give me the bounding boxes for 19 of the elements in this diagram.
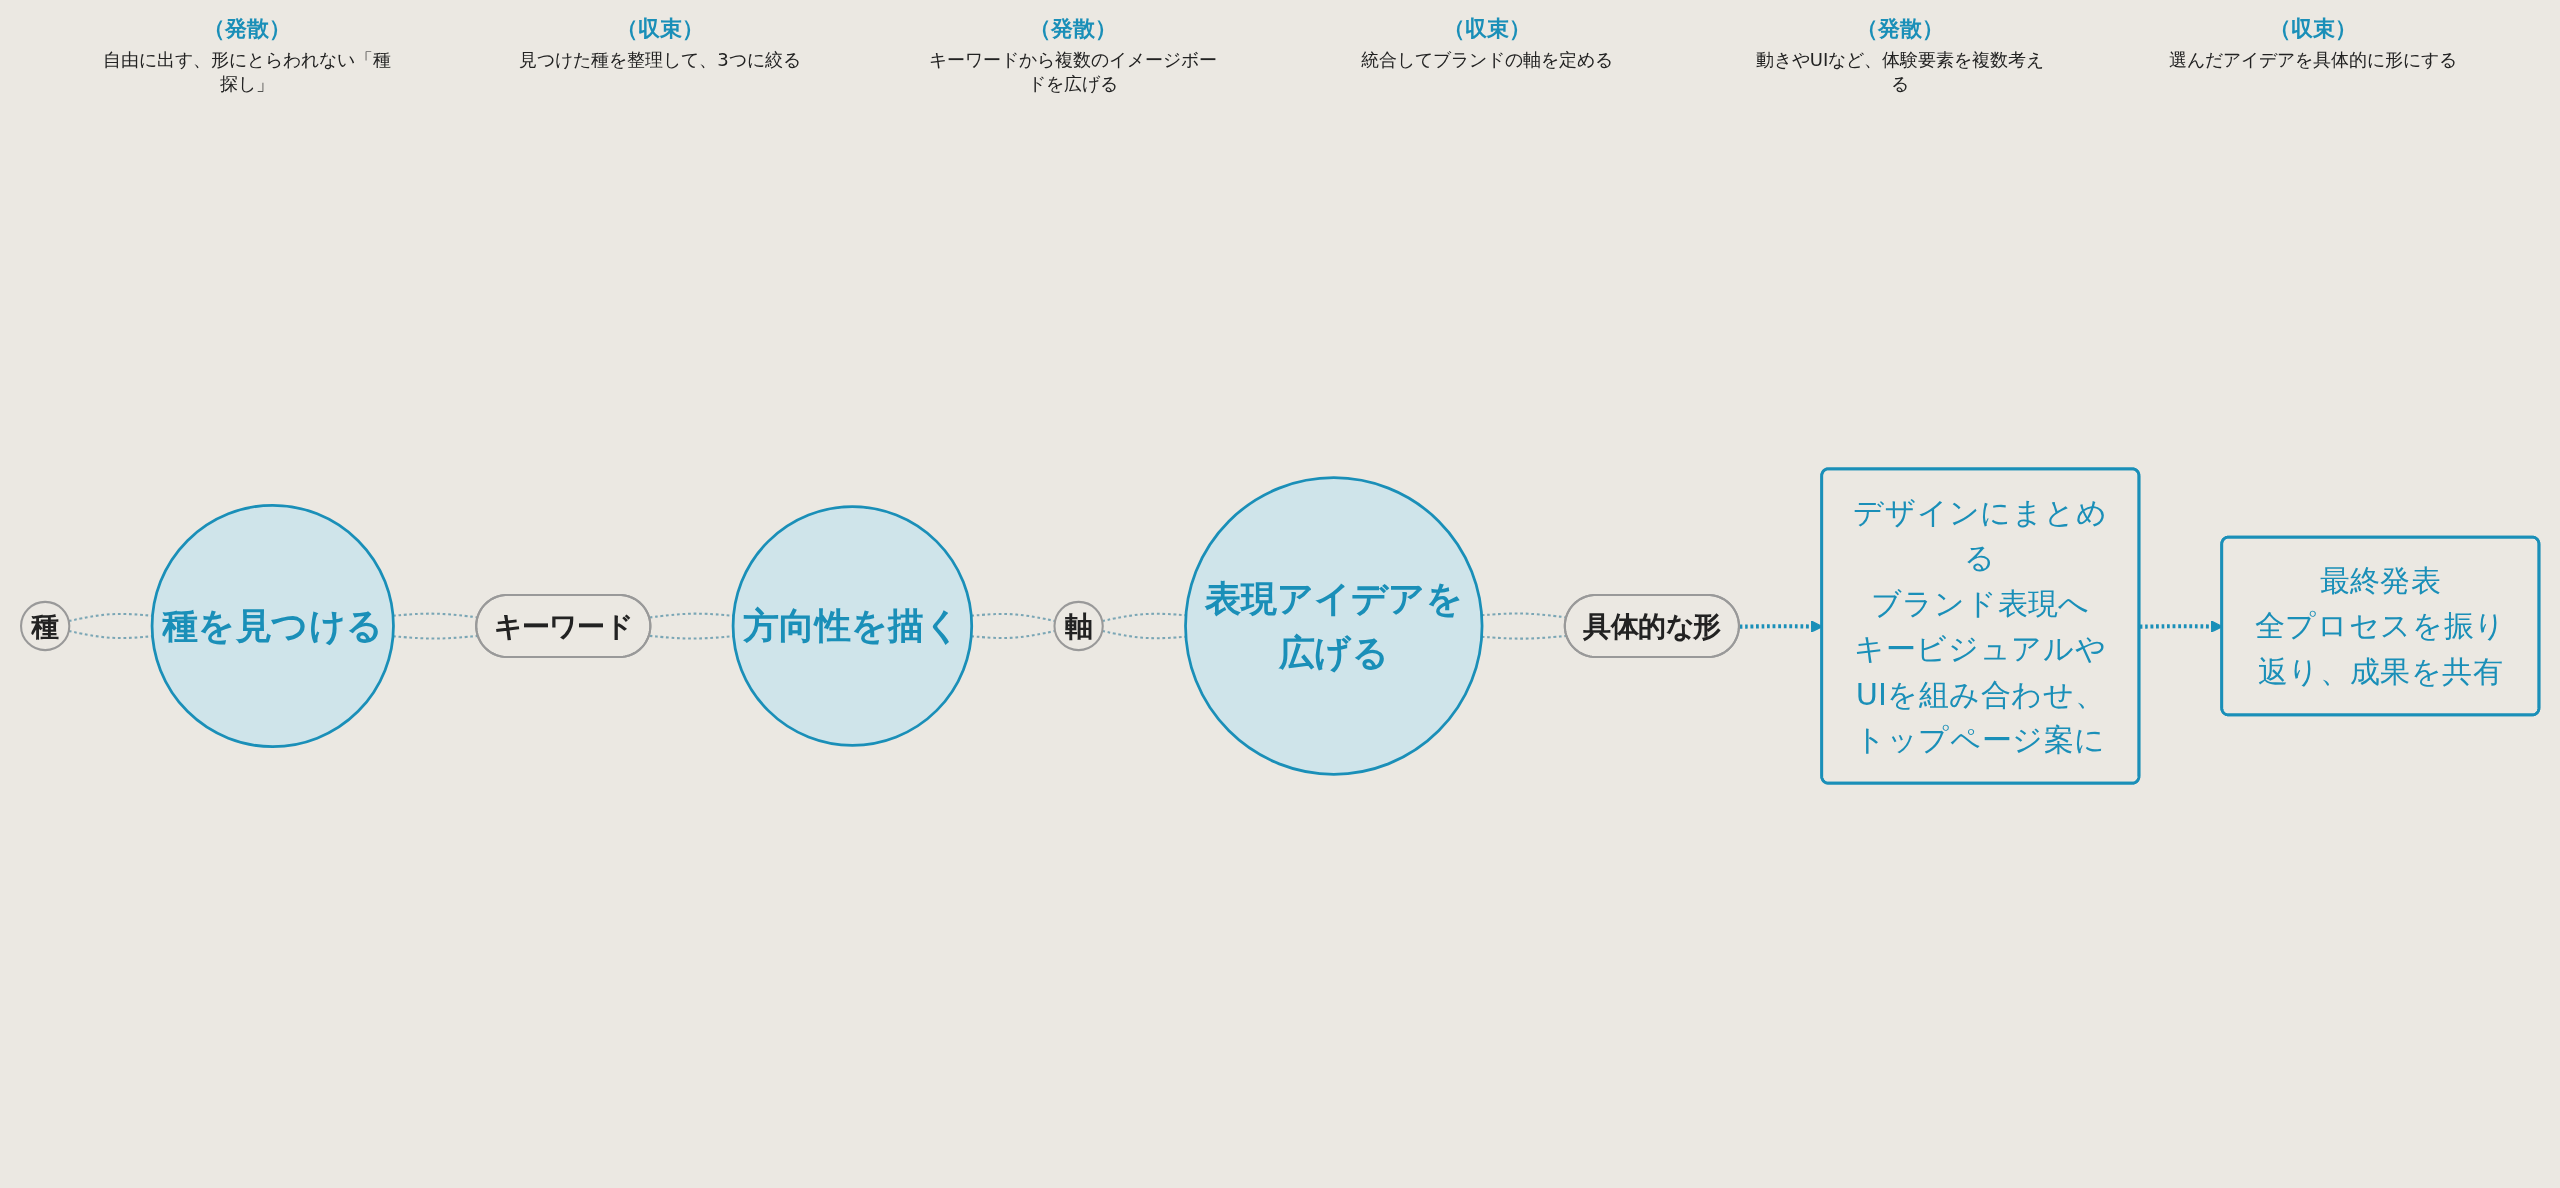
connector: [392, 634, 479, 640]
phase-note: 動きやUIなど、体験要素を複数考える: [1754, 48, 2046, 96]
node-circle: 種を見つける: [150, 503, 395, 749]
connector: [1481, 634, 1567, 640]
phase-label: （発散）: [1028, 15, 1119, 43]
phase-note: 自由に出す、形にとらわれない「種探し」: [101, 48, 392, 96]
node-circle: 方向性を描く: [731, 505, 974, 747]
node-circle: 軸: [1053, 600, 1104, 652]
phase-label: （収束）: [1441, 15, 1532, 43]
phase-note: 見つけた種を整理して、3つに絞る: [518, 48, 802, 72]
phase-label: （発散）: [201, 15, 292, 43]
phase-label: （収束）: [615, 15, 705, 43]
phase-label: （収束）: [2268, 15, 2359, 43]
node-circle: 種: [20, 600, 71, 652]
phase-note: 選んだアイデアを具体的に形にする: [2168, 48, 2459, 72]
phase-note: 統合してブランドの軸を定める: [1359, 48, 1614, 72]
phase-label: （発散）: [1854, 15, 1945, 43]
node-circle: 表現アイデアを広げる: [1184, 476, 1484, 776]
phase-note: キーワードから複数のイメージボードを広げる: [928, 48, 1219, 96]
